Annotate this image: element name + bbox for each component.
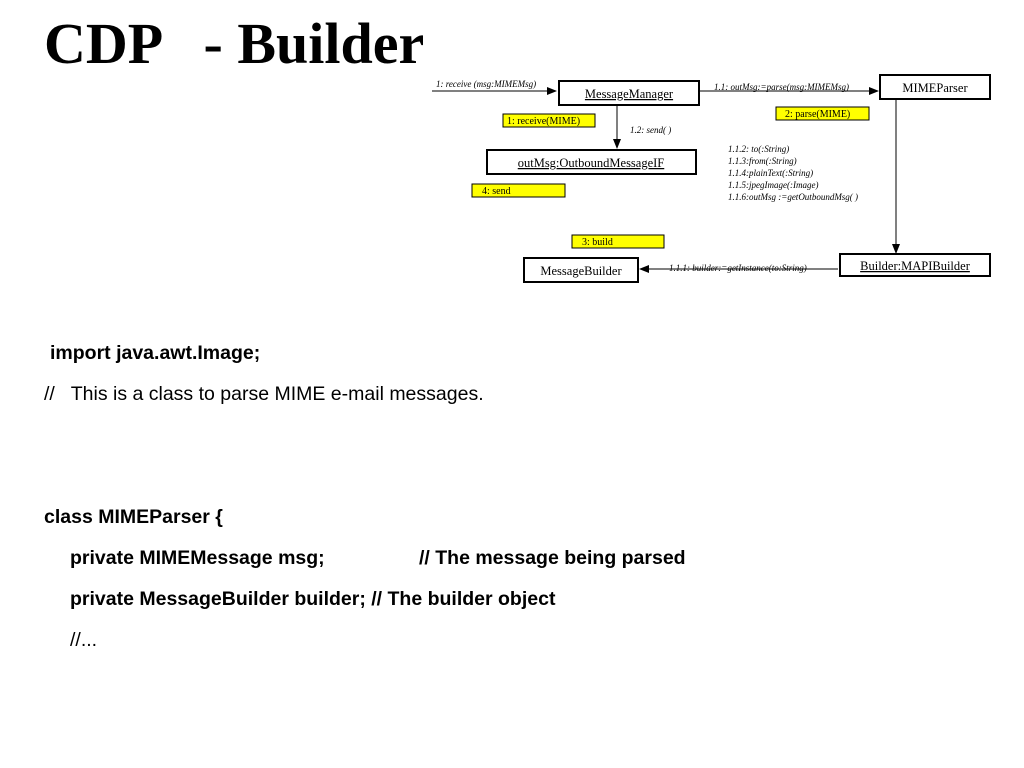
message-builder-box: MessageBuilder bbox=[523, 257, 639, 283]
slide-title: CDP - Builder bbox=[44, 11, 425, 76]
note-parse-mime-text: 2: parse(MIME) bbox=[785, 109, 850, 120]
note-build: 3: build bbox=[571, 234, 665, 249]
import-statement: import java.awt.Image; bbox=[50, 342, 261, 364]
note-send: 4: send bbox=[471, 183, 566, 198]
parse-message-label: 1.1: outMsg:=parse(msg:MIMEMsg) bbox=[714, 82, 849, 92]
outbound-message-box: outMsg:OutboundMessageIF bbox=[486, 149, 697, 175]
builder-call-item: 1.1.2: to(:String) bbox=[728, 144, 789, 154]
mime-parser-label: MIMEParser bbox=[902, 81, 968, 95]
class-description-comment: // This is a class to parse MIME e-mail … bbox=[44, 383, 484, 405]
outbound-message-label: outMsg:OutboundMessageIF bbox=[518, 156, 665, 170]
class-declaration: class MIMEParser { bbox=[44, 506, 223, 528]
field-builder-declaration: private MessageBuilder builder; // The b… bbox=[70, 588, 556, 610]
builder-calls-list: 1.1.2: to(:String) 1.1.3:from(:String) 1… bbox=[728, 144, 858, 202]
note-receive-mime-text: 1: receive(MIME) bbox=[507, 116, 580, 127]
message-builder-label: MessageBuilder bbox=[540, 264, 622, 278]
send-message-label: 1.2: send( ) bbox=[630, 125, 671, 135]
collaboration-diagram: MessageManager MIMEParser outMsg:Outboun… bbox=[432, 74, 991, 283]
mapi-builder-box: Builder:MAPIBuilder bbox=[839, 253, 991, 277]
note-build-text: 3: build bbox=[582, 237, 613, 248]
get-instance-message-label: 1.1.1: builder:=getInstance(to:String) bbox=[669, 263, 807, 273]
note-send-text: 4: send bbox=[482, 186, 511, 197]
mapi-builder-label: Builder:MAPIBuilder bbox=[860, 259, 971, 273]
builder-call-item: 1.1.4:plainText(:String) bbox=[728, 168, 813, 178]
code-ellipsis-comment: //... bbox=[70, 629, 98, 651]
builder-call-item: 1.1.3:from(:String) bbox=[728, 156, 797, 166]
builder-call-item: 1.1.5:jpegImage(:Image) bbox=[728, 180, 818, 190]
message-manager-box: MessageManager bbox=[558, 80, 700, 106]
note-receive-mime: 1: receive(MIME) bbox=[502, 113, 596, 128]
builder-call-item: 1.1.6:outMsg :=getOutboundMsg( ) bbox=[728, 192, 858, 202]
receive-message-label: 1: receive (msg:MIMEMsg) bbox=[436, 79, 536, 89]
field-msg-declaration: private MIMEMessage msg; bbox=[70, 547, 325, 569]
field-msg-comment: // The message being parsed bbox=[419, 547, 686, 569]
message-manager-label: MessageManager bbox=[585, 87, 674, 101]
mime-parser-box: MIMEParser bbox=[879, 74, 991, 100]
note-parse-mime: 2: parse(MIME) bbox=[775, 106, 870, 121]
